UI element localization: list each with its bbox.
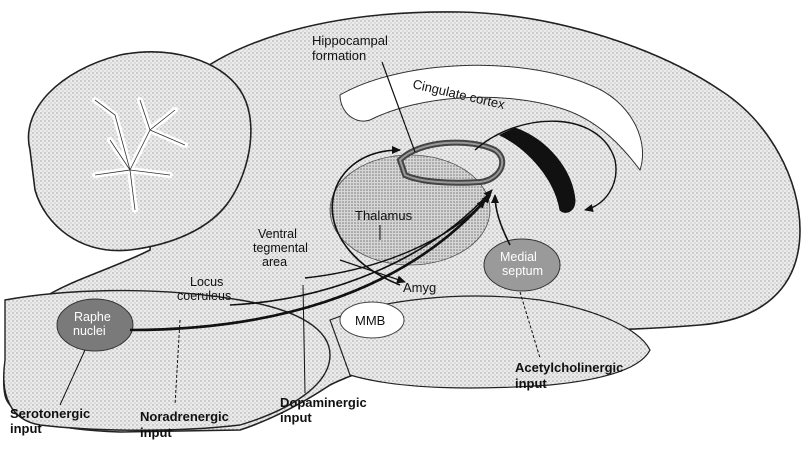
label-vta-3: area	[262, 255, 287, 269]
label-hippocampal-2: formation	[312, 48, 366, 63]
label-locus-2: coeruleus	[177, 289, 231, 303]
label-medial-septum-1: Medial	[500, 250, 537, 264]
label-locus-1: Locus	[190, 275, 223, 289]
label-medial-septum-2: septum	[502, 264, 543, 278]
label-vta-1: Ventral	[258, 227, 297, 241]
label-serotonergic-1: Serotonergic	[10, 406, 90, 421]
label-noradrenergic-2: input	[140, 425, 172, 440]
label-hippocampal-1: Hippocampal	[312, 33, 388, 48]
label-dopaminergic-2: input	[280, 410, 312, 425]
label-amyg: Amyg	[403, 280, 436, 295]
label-serotonergic-2: input	[10, 421, 42, 436]
label-raphe-2: nuclei	[73, 324, 106, 338]
label-acetylcholinergic-1: Acetylcholinergic	[515, 360, 623, 375]
label-raphe-1: Raphe	[74, 310, 111, 324]
label-dopaminergic-1: Dopaminergic	[280, 395, 367, 410]
label-mmb: MMB	[355, 313, 385, 328]
label-acetylcholinergic-2: input	[515, 376, 547, 391]
label-thalamus: Thalamus	[355, 208, 413, 223]
label-vta-2: tegmental	[253, 241, 308, 255]
label-noradrenergic-1: Noradrenergic	[140, 409, 229, 424]
